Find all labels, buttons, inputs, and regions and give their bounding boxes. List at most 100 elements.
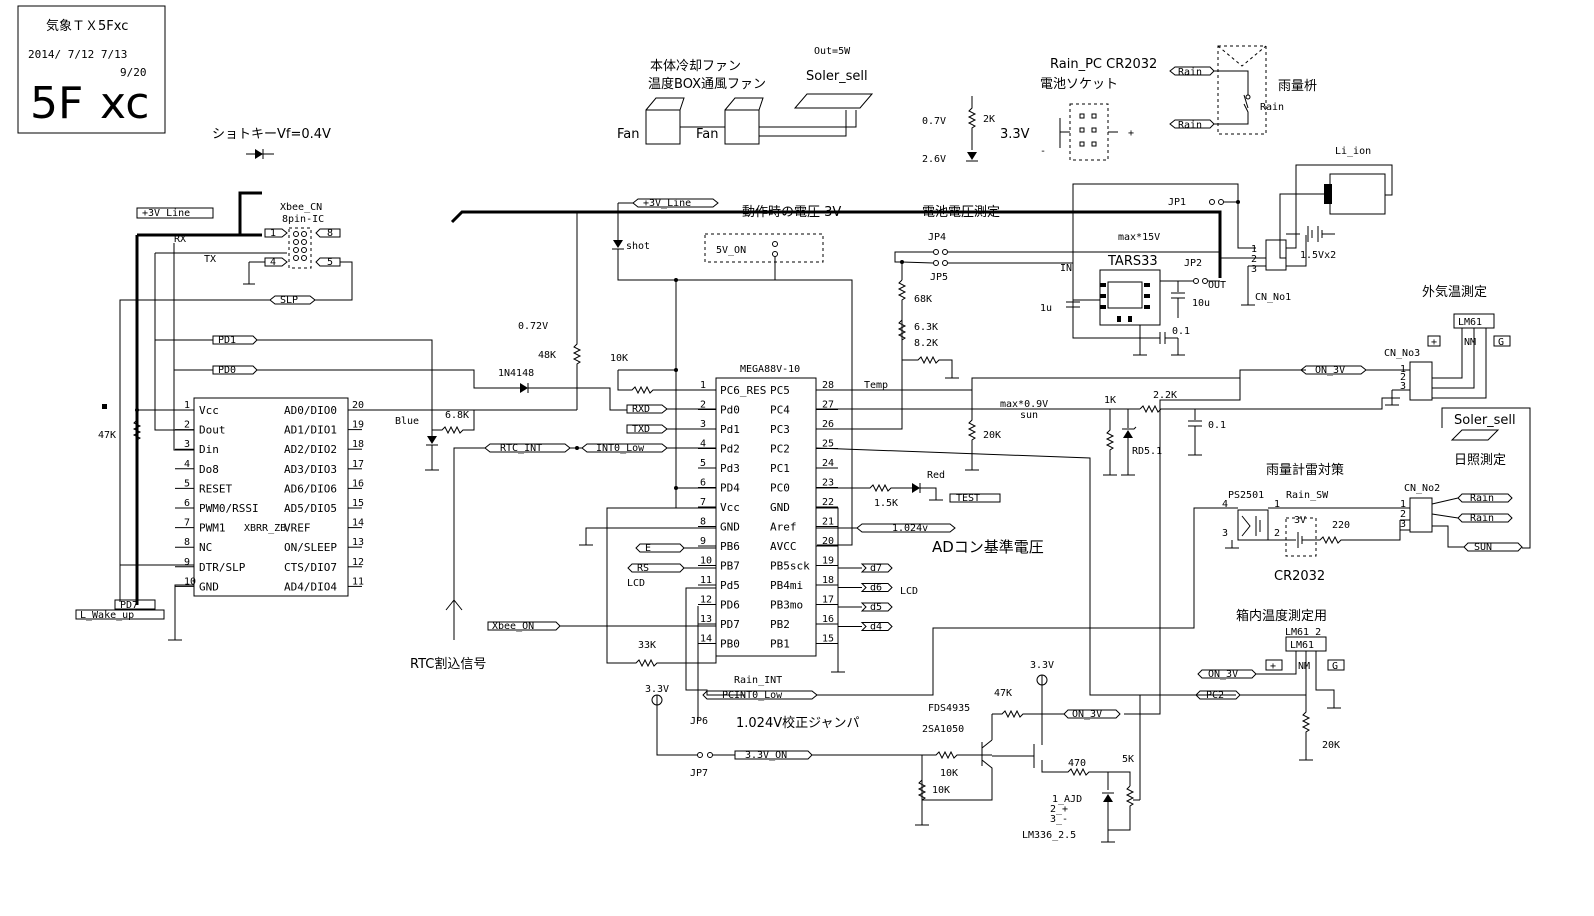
ps-pin2: 2 (1274, 528, 1280, 539)
lbl-d5: d5 (870, 602, 882, 613)
lbl-adj3: 3_- (1050, 814, 1068, 825)
cn1-connector (1265, 239, 1287, 271)
lbl-cn1: CN_No1 (1255, 292, 1291, 303)
rain-gauge-box (1217, 45, 1267, 135)
mega-pin-num: 1 (700, 380, 706, 391)
xbee-pin-num: 1 (184, 400, 190, 411)
mega-pin-name: PC2 (770, 443, 790, 456)
lbl-jp1: JP1 (1168, 197, 1186, 208)
lbl-nm: NM (1464, 337, 1476, 348)
lbl-lm61: LM61 (1458, 317, 1482, 328)
mega-pin-num: 24 (822, 458, 834, 469)
xbee-mid-label: XBRR_ZB (244, 523, 286, 534)
xbee-pin-name: PWM1 (199, 522, 226, 535)
shot-diode-icon (613, 240, 623, 248)
net-d4 (860, 622, 893, 631)
solar-panel-top (793, 93, 874, 109)
lbl-2k: 2K (983, 114, 995, 125)
fan1-box (645, 109, 681, 145)
note-box-temp: 箱内温度測定用 (1236, 608, 1327, 624)
lbl-lm336: LM336_2.5 (1022, 830, 1076, 841)
cn2-pin3: 3 (1400, 519, 1406, 530)
lbl-c01b: 0.1 (1172, 326, 1190, 337)
title-box (17, 5, 166, 134)
note-batt-socket1: Rain_PC CR2032 (1050, 57, 1157, 72)
xbee-pin-num: 9 (184, 557, 190, 568)
lbl-63k: 6.3K (914, 322, 938, 333)
net-pc2 (1195, 690, 1241, 700)
note-rain-lightning: 雨量計雷対策 (1266, 462, 1344, 478)
net-rxd (626, 404, 668, 414)
net-sun (1463, 542, 1523, 552)
lbl-47k: 47K (98, 430, 116, 441)
lbl-15vx2: 1.5Vx2 (1300, 250, 1336, 261)
lbl-1024v: 1.024v (892, 523, 928, 534)
mega-pin-num: 4 (700, 439, 706, 450)
note-ad-ref: ADコン基準電圧 (932, 538, 1044, 556)
mega-pin-name: PD4 (720, 482, 740, 495)
xbee-pin-num: 3 (184, 439, 190, 450)
net-xbee-on (487, 621, 561, 631)
mega-pin-name: PC1 (770, 462, 790, 475)
lbl-33v-b: 3.3V (1030, 660, 1054, 671)
xbee-pin-name: RESET (199, 482, 232, 495)
lbl-1k: 1K (1104, 395, 1116, 406)
mega-pin-num: 2 (700, 400, 706, 411)
net-pd1 (212, 335, 258, 345)
cn3-connector (1409, 361, 1433, 401)
mega-pin-num: 16 (822, 614, 834, 625)
mega-pin-num: 7 (700, 497, 706, 508)
lbl-10k: 10K (610, 353, 628, 364)
note-schottky: ショトキーVf=0.4V (212, 127, 331, 142)
lbl-d7: d7 (870, 563, 882, 574)
title-line3: 9/20 (120, 66, 147, 79)
solar-panel-sun (1450, 429, 1500, 441)
mega-pin-num: 25 (822, 439, 834, 450)
mega-pin-name: Pd0 (720, 404, 740, 417)
lbl-fan2: Fan (696, 127, 719, 142)
lbl-plus2: + (1270, 661, 1276, 672)
mega-pin-name: Pd1 (720, 423, 740, 436)
lbl-470: 470 (1068, 758, 1086, 769)
zener-rd51-icon (1123, 430, 1133, 438)
net-on3v (1300, 365, 1367, 375)
lbl-xbee-on: Xbee_ON (492, 621, 534, 632)
lbl-33v-on: 3.3V_ON (745, 750, 787, 761)
lbl-rd51: RD5.1 (1132, 446, 1162, 457)
note-fan1: 本体冷却ファン (650, 59, 741, 74)
lbl-68k: 68K (914, 294, 932, 305)
cr2032-rain (1285, 517, 1317, 557)
lbl-lwake: L_Wake_up (80, 610, 134, 621)
lbl-3v-line-b: +3V_Line (643, 198, 691, 209)
xcn-pin4: 4 (270, 257, 276, 268)
mega-pin-num: 10 (700, 556, 712, 567)
xbee-pin-name: Din (199, 443, 219, 456)
lbl-68k-b: 6.8K (445, 410, 469, 421)
lbl-pcint0: PCINT0_Low (722, 690, 783, 701)
xbee-pin-name: Dout (199, 424, 226, 437)
mega-pin-name: PB1 (770, 638, 790, 651)
net-rain-b (1169, 119, 1215, 129)
xbee-pin-name: AD2/DIO2 (284, 443, 337, 456)
lbl-1u: 1u (1040, 303, 1052, 314)
mega-pin-name: PB0 (720, 638, 740, 651)
lbl-liion: Li_ion (1335, 146, 1371, 157)
mega-pin-name: PB2 (770, 618, 790, 631)
mega-pin-name: GND (770, 501, 790, 514)
lbl-test: TEST (956, 493, 980, 504)
lbl-15k: 1.5K (874, 498, 898, 509)
mega-pin-num: 19 (822, 556, 834, 567)
cn1-pin1: 1 (1251, 244, 1257, 255)
mega-pin-name: PC5 (770, 384, 790, 397)
lbl-20k-b: 20K (1322, 740, 1340, 751)
xbee-pin-num: 8 (184, 537, 190, 548)
lbl-cn3: CN_No3 (1384, 348, 1420, 359)
fan2-box (724, 109, 760, 145)
cn1-pin2: 2 (1251, 254, 1257, 265)
lbl-rain-a: Rain (1178, 67, 1202, 78)
xbee-pin-name: CTS/DIO7 (284, 561, 337, 574)
mega-pin-num: 12 (700, 595, 712, 606)
net-pd0 (212, 365, 258, 375)
lbl-pd0: PD0 (218, 365, 236, 376)
note-sunlight: 日照測定 (1454, 453, 1506, 468)
